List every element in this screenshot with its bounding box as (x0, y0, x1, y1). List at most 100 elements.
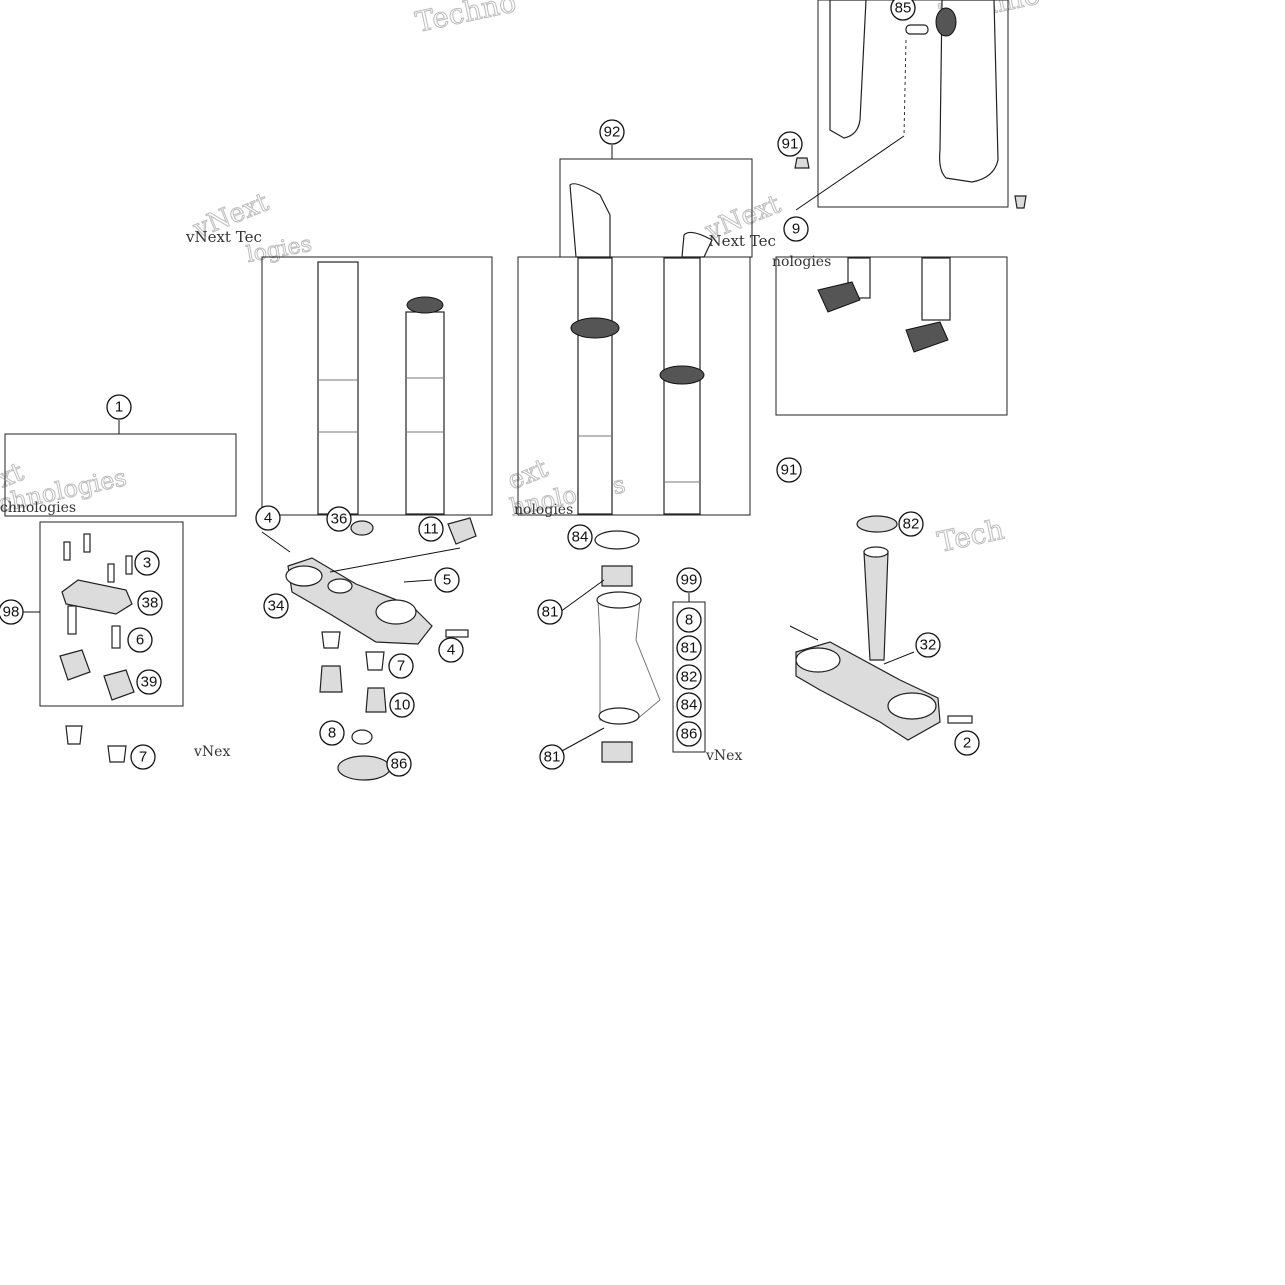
callout-label: 92 (604, 124, 621, 141)
callout-86-center: 86 (386, 751, 412, 777)
bolt-d (125, 555, 133, 575)
callout-91-top: 91 (777, 131, 803, 157)
callout-label: 8 (685, 612, 693, 629)
bolt-9-leader (795, 135, 905, 211)
lower-clamp-bore-left (795, 647, 841, 673)
callout-98: 98 (0, 599, 24, 625)
bearing-81-lower (601, 741, 633, 763)
callout-label: 38 (142, 595, 159, 612)
clamp-bolt-long (67, 605, 77, 635)
fork-outer-tubes-box (517, 256, 751, 516)
callout-label: 84 (681, 697, 698, 714)
callout-5: 5 (434, 567, 460, 593)
callout-label: 91 (782, 136, 799, 153)
fork-bottom-box (775, 256, 1008, 416)
watermark-vnex-left: vNex (193, 744, 230, 760)
steering-stem-top (863, 546, 889, 558)
callout-99: 99 (676, 567, 702, 593)
bolt-4-lower (445, 629, 469, 638)
callout-label: 82 (681, 669, 698, 686)
callout-label: 5 (443, 572, 451, 589)
callout-label: 81 (681, 640, 698, 657)
bearing-cup-lower (598, 707, 640, 725)
steering-stem (863, 551, 889, 661)
watermark-vnext-tec-mid: vNext Tec (699, 232, 776, 250)
spacer-10 (365, 687, 387, 713)
callout-81-upper: 81 (537, 599, 563, 625)
outer-tube-right (663, 257, 701, 515)
bolt-b (83, 533, 91, 553)
callout-label: 82 (903, 516, 920, 533)
callout-7-center: 7 (388, 653, 414, 679)
fork-lower-legs-group (794, 0, 1027, 211)
callout-10: 10 (389, 692, 415, 718)
steering-bearing-group (559, 530, 706, 763)
o-ring-8 (351, 729, 373, 745)
callout-91-mid: 91 (776, 457, 802, 483)
watermark-nologies-mid: nologies (772, 254, 831, 270)
callout-label: 84 (572, 529, 589, 546)
seal-84 (594, 530, 640, 550)
callout-82: 82 (898, 511, 924, 537)
fork-leg-right (939, 0, 999, 183)
callout-kit-81: 81 (676, 635, 702, 661)
callout-label: 85 (895, 0, 912, 17)
bolt-right-part (1014, 195, 1027, 209)
clamp-bolt-6 (111, 625, 121, 649)
callouts: 85 92 91 9 1 91 4 36 11 5 34 4 7 10 8 86… (0, 0, 980, 777)
steering-nut-36 (350, 520, 374, 536)
callout-kit-84: 84 (676, 692, 702, 718)
bolt-91-part (794, 157, 810, 169)
callout-label: 98 (3, 604, 20, 621)
callout-label: 32 (920, 637, 937, 654)
callout-label: 34 (268, 598, 285, 615)
fork-leg-clamp (935, 7, 957, 37)
fork-tubes-section (4, 256, 1008, 517)
bolt-5-line (403, 579, 433, 583)
callout-label: 3 (143, 555, 151, 572)
callout-81-lower: 81 (539, 744, 565, 770)
callout-kit-8: 8 (676, 607, 702, 633)
bracket-11 (447, 517, 477, 545)
bolt-a (63, 541, 71, 561)
fork-lower-legs-box (817, 0, 1009, 208)
callout-label: 9 (792, 221, 800, 238)
callout-32: 32 (915, 632, 941, 658)
clamp-bore-center (327, 578, 353, 594)
callout-4-bottom: 4 (438, 637, 464, 663)
bushing-left (65, 725, 83, 745)
watermark-chnologies-dark: chnologies (0, 500, 76, 516)
kit-98-box (39, 521, 184, 707)
callout-1: 1 (106, 394, 132, 420)
fork-guide-dash (903, 39, 907, 137)
bearing-81-leader-lower (559, 727, 605, 753)
callout-label: 7 (397, 658, 405, 675)
callout-label: 36 (331, 511, 348, 528)
bushing-center (321, 631, 341, 649)
callout-34: 34 (263, 593, 289, 619)
handlebar-riser-left (59, 649, 91, 681)
callout-kit-82: 82 (676, 664, 702, 690)
callout-label: 81 (544, 749, 561, 766)
callout-3: 3 (134, 550, 160, 576)
callout-9: 9 (783, 216, 809, 242)
bearing-cup-upper (596, 591, 642, 609)
callout-label: 6 (136, 632, 144, 649)
axle-clamp-left (817, 281, 861, 313)
callout-2: 2 (954, 730, 980, 756)
lower-clamp-bolt-line (789, 625, 819, 641)
callout-label: 81 (542, 604, 559, 621)
bracket-11-leader (329, 547, 461, 573)
fork-bottom-right-leg (921, 257, 951, 321)
callout-7-left: 7 (130, 744, 156, 770)
bearing-81-leader-upper (559, 579, 605, 613)
callout-kit-86: 86 (676, 721, 702, 747)
callout-label: 7 (139, 749, 147, 766)
fork-guide-bracket (905, 24, 929, 35)
fork-cap-right (406, 296, 444, 314)
watermarks: Techno Techno vNext vNext Tec vNext vNex… (0, 0, 1043, 764)
handlebar-top-clamp (61, 579, 133, 615)
upper-triple-clamp-group (261, 517, 477, 781)
lower-triple-clamp-group (789, 515, 973, 741)
